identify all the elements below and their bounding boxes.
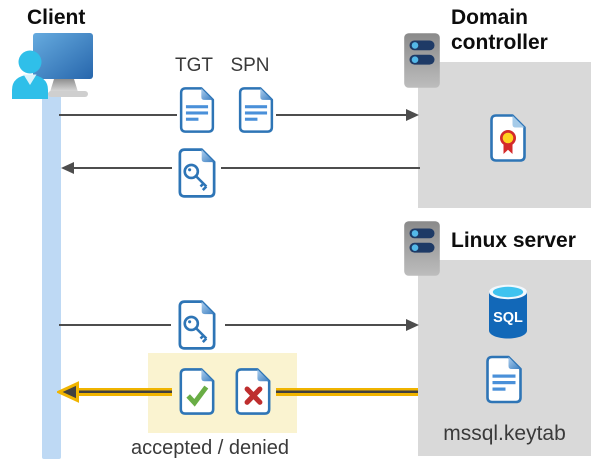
person-collar [23,74,37,85]
arrowhead-right-icon [406,108,419,121]
domain-controller-title: Domain controller [451,6,548,54]
arrow-client-to-dc [59,114,177,116]
client-title: Client [27,6,86,29]
denied-document-icon [235,368,271,415]
seal-icon [502,132,514,144]
tgt-label: TGT [175,55,213,76]
person-head [18,50,42,74]
arrow-client-to-linux [225,324,406,326]
keytab-label: mssql.keytab [443,422,566,445]
arrow-linux-to-client-highlighted [276,388,418,396]
spn-document-icon [238,87,274,133]
check-icon [186,385,209,407]
keytab-document-icon [486,355,522,404]
monitor-stand [50,79,78,92]
sql-database-icon: SQL [489,284,527,339]
result-highlight-box [148,353,297,433]
arrow-client-to-linux [59,324,171,326]
key-document-icon [178,300,216,350]
arrow-dc-to-client [221,167,420,169]
server-icon [404,221,440,276]
client-user-icon [12,33,93,99]
arrowhead-left-icon [61,161,74,174]
arrow-dc-to-client [74,167,172,169]
monitor-icon [33,33,93,79]
result-label: accepted / denied [131,437,289,459]
spn-label: SPN [230,55,270,76]
server-icon [404,33,440,88]
arrow-client-to-dc [276,114,406,116]
key-document-icon [178,148,216,198]
linux-server-title: Linux server [451,229,576,252]
sql-badge-text: SQL [493,310,523,326]
certificate-icon [490,114,526,162]
client-timeline-bar [42,93,61,459]
x-icon [244,386,263,405]
arrow-linux-to-client-highlighted [76,388,172,396]
person-body [12,74,48,99]
arrowhead-left-highlighted-icon [57,381,79,403]
accepted-document-icon [179,368,215,415]
arrowhead-right-icon [406,318,419,331]
tgt-document-icon [179,87,215,133]
monitor-base [48,91,88,97]
